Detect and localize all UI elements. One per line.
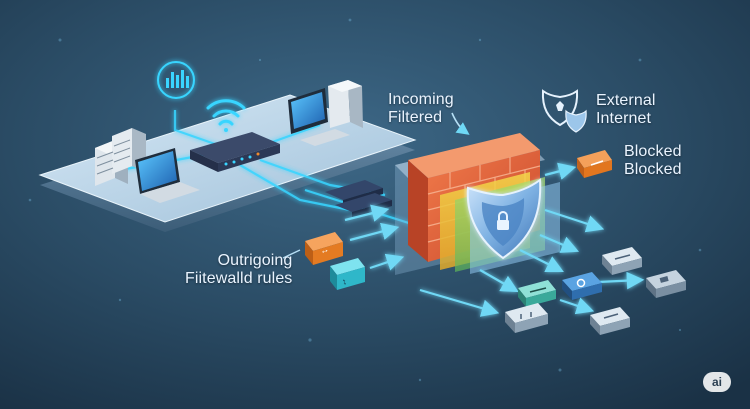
external-label: External Internet: [596, 92, 656, 128]
incoming-arrow: [451, 112, 470, 135]
output-tile-5: [505, 303, 548, 333]
incoming-label-line1: Incoming: [388, 91, 454, 108]
filtered-arrows: [419, 162, 645, 317]
blocked-label-line2: Blocked: [624, 161, 682, 178]
wifi-icon: [206, 99, 246, 132]
outgoing-tile-orange: ↔: [305, 232, 343, 265]
router: [190, 132, 280, 172]
blocked-icon: [577, 150, 612, 178]
external-shield-icon: [541, 89, 587, 133]
outgoing-tile-teal: ↕: [330, 258, 365, 290]
svg-text:↕: ↕: [341, 276, 348, 287]
monitor-icon: [157, 61, 195, 99]
external-label-line2: Internet: [596, 110, 652, 127]
blocked-label: Blocked Blocked: [624, 143, 682, 179]
outgoing-label-line2: Fiitewalld rules: [185, 270, 293, 287]
laptop: [135, 148, 200, 203]
blocked-label-line1: Blocked: [624, 143, 682, 160]
outgoing-label: Outrigoing Fiitewalld rules: [185, 252, 292, 288]
output-tile-2: [562, 272, 602, 300]
output-tile-6: [590, 307, 630, 335]
desktop-computer: [288, 80, 363, 146]
external-label-line1: External: [596, 92, 656, 109]
shield-icon: [466, 178, 542, 260]
svg-text:↔: ↔: [319, 244, 331, 256]
outgoing-label-line1: Outrigoing: [217, 252, 293, 269]
outgoing-callout-line: [282, 249, 301, 259]
background-particles: [28, 18, 702, 382]
ai-badge: ai: [703, 372, 731, 392]
outgoing-arrows: [344, 204, 405, 271]
incoming-label-line2: Filtered: [388, 109, 443, 126]
output-tile-3: [646, 270, 686, 298]
output-tile-4: [518, 280, 556, 307]
incoming-label: Incoming Filtered: [388, 91, 454, 127]
output-tile-1: [602, 247, 642, 275]
